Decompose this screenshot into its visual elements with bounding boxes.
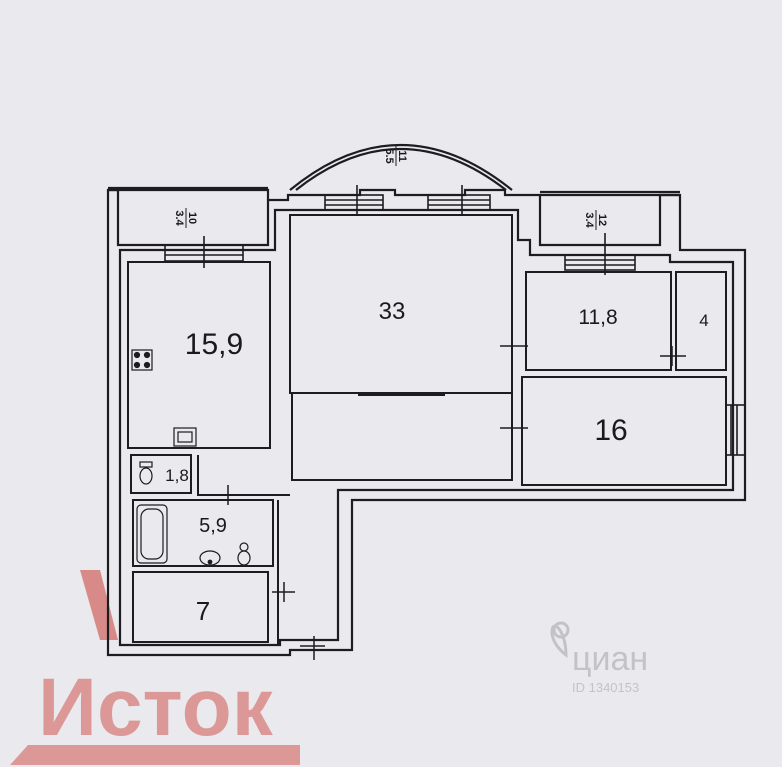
center-balcony-label: 11 5.5 [383, 146, 408, 166]
window-bedroom-1 [564, 233, 636, 275]
listing-watermark: циан ID 1340153 [550, 621, 648, 695]
bathroom-area-label: 5,9 [199, 515, 227, 537]
kitchen-area-label: 15,9 [185, 328, 243, 361]
windows [164, 185, 746, 456]
listing-id: ID 1340153 [572, 680, 639, 695]
brand-logo-text: Исток [38, 662, 274, 753]
window-living-right [427, 185, 491, 215]
window-living-left [324, 185, 384, 215]
center-balcony-number: 11 [396, 150, 408, 162]
living-room-area-label: 33 [379, 298, 406, 325]
interior-walls [127, 214, 727, 645]
center-balcony-area: 5.5 [383, 148, 395, 163]
right-balcony-label: 12 3.4 [583, 210, 608, 230]
toilet-area-label: 1,8 [165, 466, 189, 485]
kitchen-sink-icon [173, 427, 197, 447]
bathroom-toilet-icon [237, 542, 251, 566]
right-balcony-area: 3.4 [583, 212, 595, 228]
right-balcony-number: 12 [596, 214, 608, 226]
bedroom-2-area-label: 16 [594, 414, 627, 447]
window-kitchen [164, 236, 244, 268]
left-balcony-label: 10 3.4 [173, 208, 198, 228]
hall-area-label: 7 [196, 596, 210, 626]
bathroom-sink-icon [199, 550, 221, 566]
map-pin-icon [550, 621, 570, 658]
listing-site-name: циан [572, 640, 648, 678]
toilet-icon [139, 461, 153, 485]
left-balcony-area: 3.4 [173, 210, 185, 226]
storage-area-label: 4 [699, 311, 708, 330]
door-markers [218, 336, 686, 660]
window-bedroom-2 [725, 404, 746, 456]
bathtub-icon [136, 504, 168, 564]
bedroom-1-area-label: 11,8 [578, 306, 617, 329]
brand-logo-watermark: Исток [10, 570, 300, 765]
outer-walls [106, 144, 747, 657]
left-balcony-number: 10 [186, 212, 198, 224]
stove-icon [131, 349, 153, 371]
